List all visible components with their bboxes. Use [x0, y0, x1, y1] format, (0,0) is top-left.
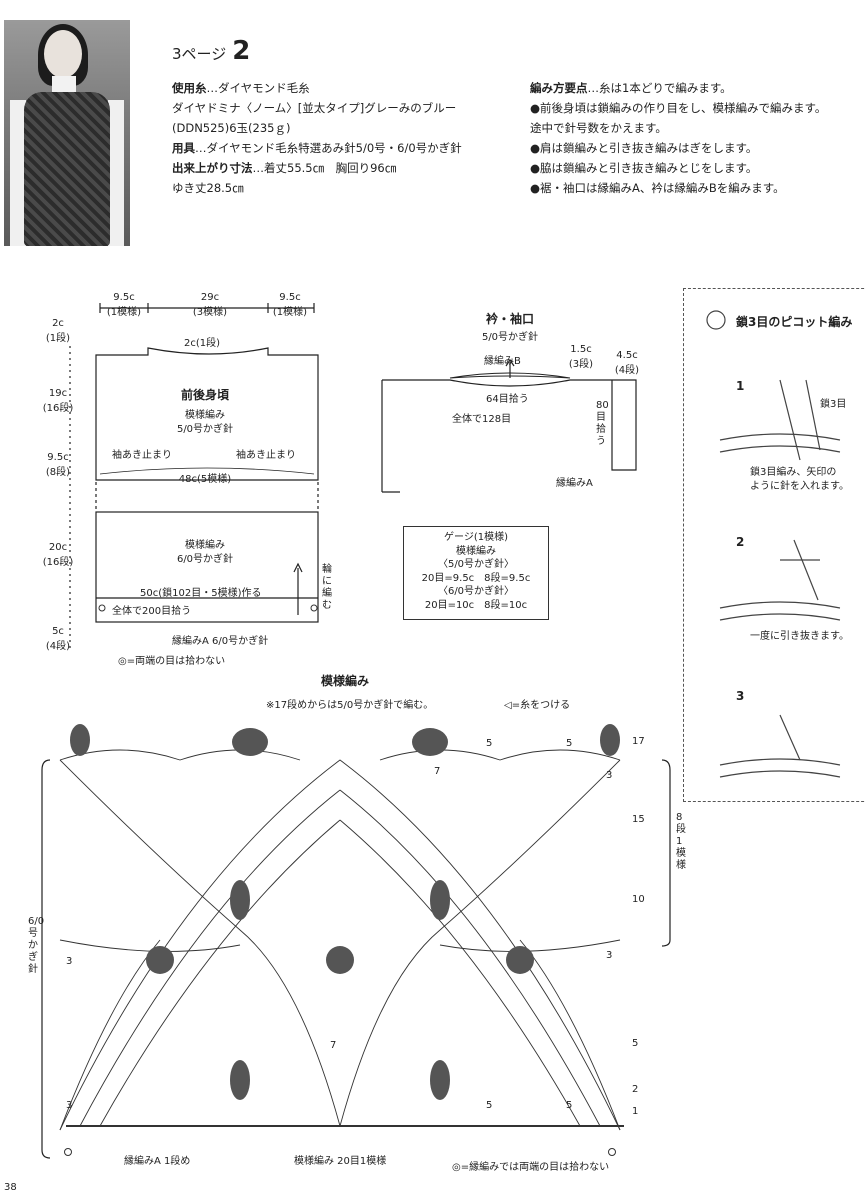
chart-bottom-center: 模様編み 20目1模様 [294, 1156, 387, 1167]
picot-step-1: 1 [736, 379, 745, 393]
picot-step-1-text: 鎖3目編み、矢印の [750, 467, 837, 478]
picot-step-2-text: 一度に引き抜きます。 [750, 631, 849, 642]
dim-top-center: 29c(3模様) [192, 292, 228, 318]
cluster-num: 7 [434, 766, 441, 777]
cluster-num: 5 [486, 1100, 493, 1111]
chart-title: 模様編み [320, 674, 369, 688]
cluster-num: 3 [66, 1100, 73, 1111]
collar-dim2: 4.5c(4段) [614, 350, 640, 376]
repeat-label: 8段1模様 [676, 812, 686, 871]
pattern-number: 2 [232, 36, 251, 66]
row-mark-10: 10 [632, 894, 645, 905]
body-title: 前後身頃 [180, 388, 229, 402]
dim-top-left: 9.5c(1模様) [106, 292, 142, 318]
picot-step-2: 2 [736, 535, 745, 549]
collar-total: 全体で128目 [452, 414, 512, 425]
picot-instructions: 鎖3目のピコット編み 1 鎖3目 鎖3目編み、矢印の ように針を入れます。 2 … [683, 288, 865, 802]
edge-note: ◎=両端の目は拾わない [118, 656, 226, 667]
chart-bottom-right: ◎=縁編みでは両端の目は拾わない [452, 1162, 610, 1173]
upper-stitch: 模様編み [185, 410, 225, 421]
collar-edging-b: 縁編みB [484, 356, 521, 367]
cluster-num: 3 [606, 770, 613, 781]
chart-bottom-left: 縁編みA 1段め [124, 1156, 191, 1167]
picot-title: 鎖3目のピコット編み [736, 315, 853, 329]
collar-hook: 5/0号かぎ針 [481, 332, 539, 343]
row-mark-17: 17 [632, 736, 645, 747]
model-photo [4, 20, 130, 246]
picot-step-1-tag: 鎖3目 [820, 399, 847, 410]
collar-pick80: 80目拾う [596, 400, 609, 447]
shoulder-dim: 2c(1段) [184, 338, 221, 349]
body-width: 48c(5模様) [178, 474, 232, 485]
collar-dim1: 1.5c(3段) [568, 344, 594, 370]
cast-on: 50c(鎖102目・5模様)作る [140, 588, 262, 599]
cluster-num: 5 [486, 738, 493, 749]
edging-a: 縁編みA 6/0号かぎ針 [172, 636, 269, 647]
collar-edging-a: 縁編みA [556, 478, 593, 489]
dim-left-2: 19c(16段) [42, 388, 74, 414]
collar-title: 衿・袖口 [485, 312, 534, 326]
chart-note: ※17段めからは5/0号かぎ針で編む。 [266, 700, 434, 711]
cluster-num: 5 [566, 738, 573, 749]
dim-left-5: 5c(4段) [45, 626, 71, 652]
pickup: 全体で200目拾う [112, 606, 192, 617]
materials-block: 使用糸…ダイヤモンド毛糸 ダイヤドミナ〈ノーム〉[並太タイプ]グレーみのブルー … [172, 81, 462, 195]
upper-hook: 5/0号かぎ針 [176, 424, 234, 435]
row-mark-2: 2 [632, 1084, 639, 1095]
picot-step-3: 3 [736, 689, 745, 703]
armhole-left: 袖あき止まり [112, 450, 172, 461]
row-mark-5: 5 [632, 1038, 639, 1049]
dim-left-1: 2c(1段) [45, 318, 71, 344]
cluster-num: 5 [566, 1100, 573, 1111]
lower-stitch: 模様編み [185, 540, 225, 551]
round-label: 輪に編む [322, 564, 332, 611]
collar-pick64: 64目拾う [486, 394, 529, 405]
method-block: 編み方要点…糸は1本どりで編みます。 ●前後身頃は鎖編みの作り目をし、模様編みで… [530, 81, 827, 195]
armhole-right: 袖あき止まり [236, 450, 296, 461]
row-mark-1: 1 [632, 1106, 639, 1117]
dim-left-4: 20c(16段) [42, 542, 74, 568]
lower-hook: 6/0号かぎ針 [176, 554, 234, 565]
cluster-num: 3 [66, 956, 73, 967]
page-number: 38 [4, 1182, 17, 1193]
hook-label: 6/0号かぎ針 [28, 916, 45, 975]
cluster-num: 7 [330, 1040, 337, 1051]
chart-legend: ◁=糸をつける [504, 700, 571, 711]
row-mark-15: 15 [632, 814, 645, 825]
cluster-num: 3 [606, 950, 613, 961]
dim-left-3: 9.5c(8段) [45, 452, 71, 478]
picot-step-1-text2: ように針を入れます。 [750, 481, 849, 492]
gauge-box: ゲージ(1模様) 模様編み 〈5/0号かぎ針〉 20目=9.5c 8段=9.5c… [403, 526, 549, 620]
dim-top-right: 9.5c(1模様) [272, 292, 308, 318]
